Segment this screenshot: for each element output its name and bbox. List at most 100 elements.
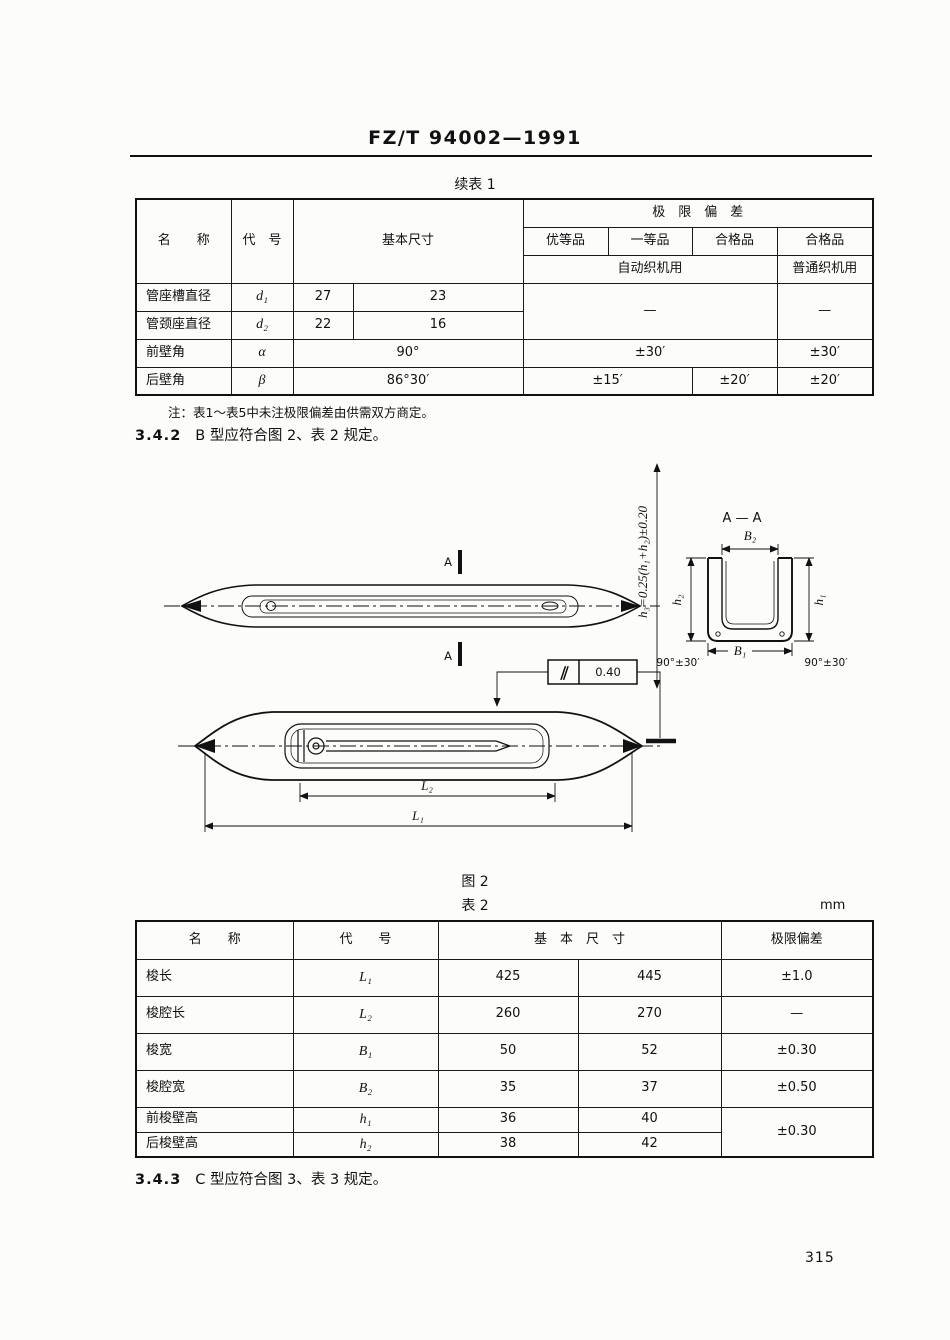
t1-dash-auto: — <box>522 282 778 340</box>
cut-mark-label-bottom: A <box>444 649 452 663</box>
table-row: 梭腔宽 B₂ 35 37 ±0.50 <box>135 1069 874 1108</box>
t2-r3-name: 梭腔宽 <box>135 1069 294 1108</box>
t1-r1-v2: 23 <box>352 282 524 312</box>
parallelism-tolerance-frame: ∥ 0.40 <box>493 659 676 744</box>
t1-r2-code: d₂ <box>230 310 294 340</box>
t1-r2-name: 管颈座直径 <box>135 310 232 340</box>
t1-r3-code: α <box>230 338 294 368</box>
clause-3-4-3: 3.4.3 C 型应符合图 3、表 3 规定。 <box>135 1168 387 1189</box>
section-cut-marks: A A <box>444 550 462 666</box>
table-row: 管座槽直径 d₁ 27 23 — — <box>135 282 874 340</box>
table2-caption: 表 2 <box>461 898 489 914</box>
t2-r4-name: 前梭壁高 <box>135 1106 294 1133</box>
t2-r4-v2: 40 <box>577 1106 722 1133</box>
dimension-l1: L₁ <box>204 753 633 832</box>
table-row: 前壁角 α 90° ±30′ ±30′ <box>135 338 874 368</box>
t2-r2-v1: 50 <box>437 1032 579 1071</box>
t2-r5-code: h₂ <box>292 1131 439 1158</box>
t2-r5-v1: 38 <box>437 1131 579 1158</box>
page-number: 315 <box>805 1250 835 1266</box>
t1-r4-dev3: ±20′ <box>776 366 874 396</box>
table-row: 梭宽 B₁ 50 52 ±0.30 <box>135 1032 874 1071</box>
t2-r1-v2: 270 <box>577 995 722 1034</box>
table2-unit: mm <box>820 898 846 913</box>
t2-r4-v1: 36 <box>437 1106 579 1133</box>
h2-dimension-label: h₂ <box>669 594 684 606</box>
section-view-aa: A — A B₂ h₂ h₁ <box>656 511 848 669</box>
t2-r4-code: h₁ <box>292 1106 439 1133</box>
note-text: 注：表1～表5中未注极限偏差由供需双方商定。 <box>168 405 434 420</box>
t1-loom-auto: 自动织机用 <box>522 254 778 284</box>
t2-r3-dev: ±0.50 <box>720 1069 874 1108</box>
parallelism-icon: ∥ <box>558 665 570 681</box>
t1-r4-code: β <box>230 366 294 396</box>
t2-r2-dev: ±0.30 <box>720 1032 874 1071</box>
t2-r0-code: L₁ <box>292 958 439 997</box>
t1-r3-value: 90° <box>292 338 524 368</box>
tolerance-leader-left <box>493 671 548 707</box>
t1-r4-dev1: ±15′ <box>522 366 693 396</box>
b1-dimension-label: B₁ <box>734 643 746 658</box>
t2-r0-dev: ±1.0 <box>720 958 874 997</box>
t2-r3-v2: 37 <box>577 1069 722 1108</box>
h1-dimension-label: h₁ <box>811 594 826 605</box>
table-row: 后梭壁高 h₂ 38 42 <box>135 1131 873 1158</box>
t1-grade-first: 一等品 <box>607 226 693 256</box>
t2-header-basic: 基 本 尺 寸 <box>437 920 722 960</box>
clause-text: B 型应符合图 2、表 2 规定。 <box>195 428 388 444</box>
t2-header-name: 名 称 <box>135 920 294 960</box>
t1-header-basic: 基本尺寸 <box>292 198 524 284</box>
tolerance-leader-right <box>637 671 661 738</box>
t2-r0-v1: 425 <box>437 958 579 997</box>
t1-r3-name: 前壁角 <box>135 338 232 368</box>
t1-header-code: 代 号 <box>230 198 294 284</box>
table2: 名 称 代 号 基 本 尺 寸 极限偏差 梭长 L₁ 425 445 ±1.0 … <box>135 920 875 1158</box>
t1-r1-name: 管座槽直径 <box>135 282 232 312</box>
t2-r1-code: L₂ <box>292 995 439 1034</box>
t2-r1-dev: — <box>720 995 874 1034</box>
t1-header-limit: 极 限 偏 差 <box>522 198 874 228</box>
t1-r1-code: d₁ <box>230 282 294 312</box>
clause-text: C 型应符合图 3、表 3 规定。 <box>195 1172 388 1188</box>
dimension-l2: L₂ <box>299 778 556 802</box>
cut-mark-label-top: A <box>444 555 452 569</box>
t2-r2-name: 梭宽 <box>135 1032 294 1071</box>
t1-grade-premium: 优等品 <box>522 226 609 256</box>
shuttle-upper-view <box>164 584 660 628</box>
b2-dimension-label: B₂ <box>744 528 757 543</box>
t1-r4-value: 86°30′ <box>292 366 524 396</box>
t2-r3-v1: 35 <box>437 1069 579 1108</box>
t1-dash-ordinary: — <box>776 282 874 340</box>
t2-r2-v2: 52 <box>577 1032 722 1071</box>
table1-caption: 续表 1 <box>454 177 496 193</box>
t2-r3-code: B₂ <box>292 1069 439 1108</box>
clause-number: 3.4.3 <box>135 1172 182 1188</box>
section-title: A — A <box>722 511 761 526</box>
t1-grade-qualified-2: 合格品 <box>776 226 874 256</box>
table1: 名 称 代 号 基本尺寸 极 限 偏 差 优等品 一等品 合格品 合格品 自动织… <box>135 198 875 396</box>
table-row: 梭腔长 L₂ 260 270 — <box>135 995 874 1034</box>
wall-angle-right: 90°±30′ <box>804 657 848 669</box>
t1-r2-v1: 22 <box>292 310 354 340</box>
t2-r1-v1: 260 <box>437 995 579 1034</box>
l2-dimension-label: L₂ <box>420 778 433 793</box>
t2-header-code: 代 号 <box>292 920 439 960</box>
figure2-caption: 图 2 <box>461 874 489 890</box>
dimension-h3: h₃=0.25(h₁+h₂)±0.20 <box>635 463 661 689</box>
wall-angle-left: 90°±30′ <box>656 657 700 669</box>
t2-r5-v2: 42 <box>577 1131 722 1158</box>
t1-r1-v1: 27 <box>292 282 354 312</box>
table-row: 梭长 L₁ 425 445 ±1.0 <box>135 958 874 997</box>
t2-r45-dev: ±0.30 <box>720 1106 874 1158</box>
l1-dimension-label: L₁ <box>411 808 424 823</box>
t1-grade-qualified: 合格品 <box>691 226 778 256</box>
t2-r1-name: 梭腔长 <box>135 995 294 1034</box>
t2-r5-name: 后梭壁高 <box>135 1131 294 1158</box>
t2-r0-name: 梭长 <box>135 958 294 997</box>
t1-r4-dev2: ±20′ <box>691 366 778 396</box>
shuttle-lower-view <box>178 711 660 781</box>
t1-header-name: 名 称 <box>135 198 232 284</box>
t1-loom-ordinary: 普通织机用 <box>776 254 874 284</box>
table-row: 前梭壁高 h₁ 36 40 ±0.30 <box>135 1106 874 1158</box>
